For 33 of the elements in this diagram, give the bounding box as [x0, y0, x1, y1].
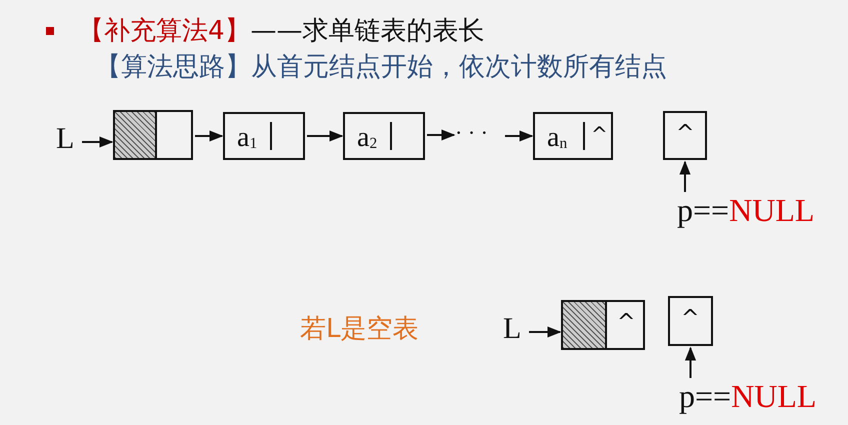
list-node-box [533, 112, 613, 160]
pointer-expression: p== [679, 380, 732, 412]
pointer-expression: p== [677, 194, 730, 226]
list-node-box [343, 112, 425, 160]
arrow [427, 129, 456, 141]
note-text: 若L是空表 [300, 316, 418, 342]
arrow [684, 346, 696, 378]
algorithm-tag: 【补充算法4】 [78, 18, 251, 44]
arrow [307, 130, 344, 142]
list-node-box [223, 112, 305, 160]
pointer-field-box [668, 296, 713, 346]
data-value: a$_{n}$ [547, 124, 568, 152]
pointer-label: L [56, 124, 80, 156]
null-symbol: ^ [681, 308, 700, 330]
heading-text: ——求单链表的表长 [250, 18, 485, 44]
pointer-field-box [663, 111, 707, 160]
arrow [529, 326, 562, 338]
head-node-box [561, 300, 645, 350]
arrow [505, 130, 534, 142]
null-symbol: ^ [676, 123, 694, 145]
data-value: a$_{2}$ [357, 124, 378, 152]
ellipsis-dots: · · · [455, 122, 503, 148]
head-node-box [113, 110, 193, 160]
data-value: a$_{1}$ [237, 124, 258, 152]
null-symbol: ^ [617, 312, 636, 334]
idea-text: 【算法思路】从首元结点开始，依次计数所有结点 [95, 54, 667, 80]
arrow [195, 130, 224, 142]
null-symbol: ^ [591, 124, 608, 144]
arrow [679, 160, 691, 192]
null-value: NULL [729, 194, 814, 226]
pointer-label: L [503, 314, 527, 346]
null-value: NULL [731, 380, 816, 412]
arrow [82, 136, 114, 148]
